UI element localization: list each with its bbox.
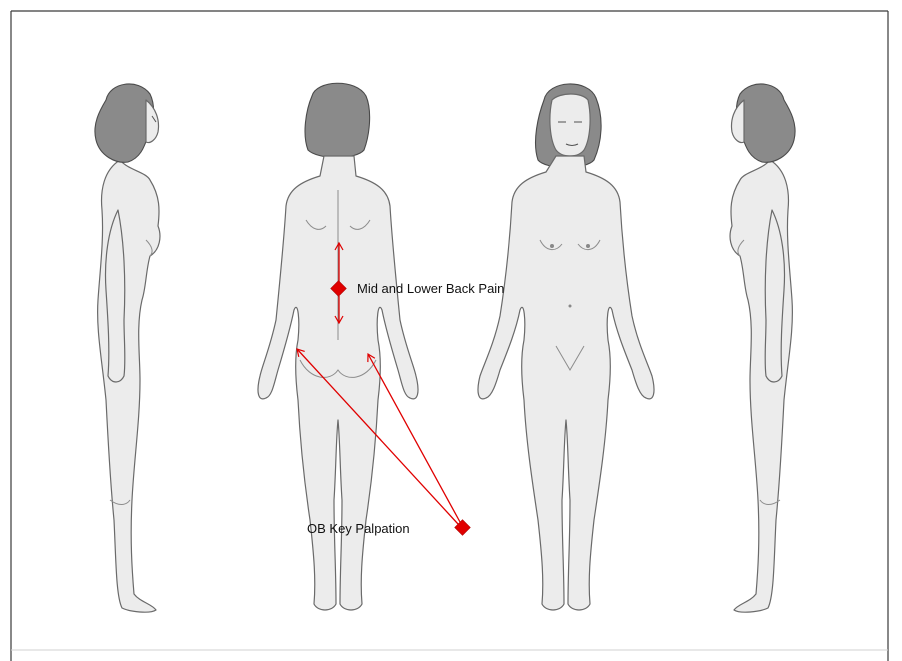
figure-side-view-left xyxy=(95,84,160,612)
mid-lower-back-label: Mid and Lower Back Pain xyxy=(357,281,504,296)
figure-side-view-right xyxy=(730,84,795,612)
ob-palpation-label: OB Key Palpation xyxy=(307,521,410,536)
figure-front-view xyxy=(478,84,654,610)
